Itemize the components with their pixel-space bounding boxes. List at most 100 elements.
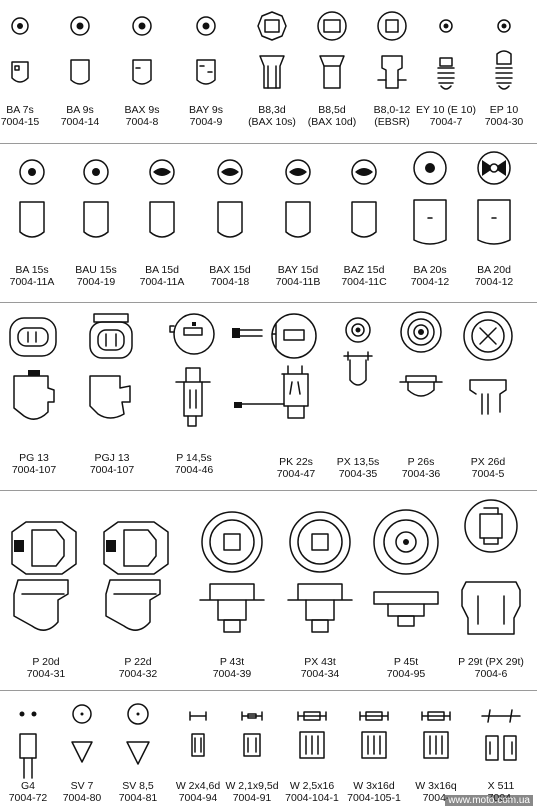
p-14-5s-base-drawing: [169, 313, 215, 427]
lamp-base-g4: G4 7004-72: [9, 708, 47, 808]
ey-10-base-drawing: [437, 19, 455, 90]
lamp-base-bay-15d: BAY 15d 7004-11B: [276, 154, 320, 294]
base-code: 7004-12: [474, 276, 514, 288]
lamp-base-w-2x4-6d: W 2x4,6d 7004-94: [176, 708, 220, 808]
p-22d-base-drawing: [103, 521, 169, 631]
lamp-base-px-26d: PX 26d 7004-5: [458, 310, 518, 490]
sv-7-base-drawing: [71, 704, 93, 763]
base-code: 7004-15: [0, 116, 40, 128]
lamp-base-p-14-5s: P 14,5s 7004-46: [166, 308, 222, 490]
base-code: 7004-32: [118, 668, 158, 680]
base-name: BA 15d: [145, 264, 179, 276]
base-name: B8,5d: [318, 104, 346, 116]
base-code: 7004-36: [401, 468, 441, 480]
x-511-base-drawing: [481, 709, 521, 761]
base-code: 7004-11B: [275, 276, 321, 288]
ba-7s-base-drawing: [11, 17, 29, 83]
lamp-base-ep-10: EP 10 7004-30: [485, 8, 523, 138]
base-name: PK 22s: [279, 456, 313, 468]
base-name: P 20d: [32, 656, 60, 668]
px-13-5s-base-drawing: [343, 317, 373, 386]
lamp-base-pgj-13: PGJ 13 7004-107: [84, 310, 140, 490]
lamp-base-ba-9s: BA 9s 7004-14: [60, 8, 100, 138]
base-name: P 45t: [393, 656, 419, 668]
ba-20d-base-drawing: [477, 151, 511, 245]
base-name: EY 10 (E 10): [416, 104, 476, 116]
base-code: 7004-30: [484, 116, 524, 128]
base-name: EP 10: [489, 104, 519, 116]
base-code: 7004-107: [89, 464, 135, 476]
base-name: BAX 15d: [209, 264, 251, 276]
lamp-base-px-43t: PX 43t 7004-34: [284, 511, 356, 694]
base-code: 7004-9: [189, 116, 223, 128]
lamp-base-pg-13: PG 13 7004-107: [6, 312, 62, 490]
pg-13-base-drawing: [9, 317, 57, 420]
p-29t-base-drawing: [461, 499, 521, 635]
bax-15d-base-drawing: [217, 159, 243, 238]
w-3x16q-base-drawing: [421, 711, 451, 759]
base-name: P 14,5s: [176, 452, 212, 464]
w-2-5x16-base-drawing: [297, 711, 327, 759]
base-name: BAU 15s: [75, 264, 117, 276]
base-code: 7004-46: [174, 464, 214, 476]
lamp-base-p-43t: P 43t 7004-39: [196, 511, 268, 694]
lamp-base-w-3x16q: W 3x16q 7004-: [415, 708, 457, 808]
bax-9s-base-drawing: [132, 16, 152, 85]
base-name: BA 9s: [66, 104, 94, 116]
base-code: 7004-18: [210, 276, 250, 288]
base-name: W 2,5x16: [289, 780, 335, 792]
lamp-base-ba-20d: BA 20d 7004-12: [474, 148, 514, 294]
row-divider: [0, 490, 537, 491]
base-code: 7004-11C: [341, 276, 387, 288]
lamp-base-p-26s: P 26s 7004-36: [396, 310, 446, 490]
b8-3d-base-drawing: [257, 11, 287, 89]
lamp-base-sv-8-5: SV 8,5 7004-81: [119, 702, 157, 808]
base-name: X 511: [487, 780, 515, 792]
base-name: BA 20d: [477, 264, 511, 276]
px-26d-base-drawing: [463, 311, 513, 415]
base-code: 7004-6: [474, 668, 508, 680]
lamp-base-px-13-5s: PX 13,5s 7004-35: [337, 312, 379, 490]
base-code: 7004-14: [60, 116, 100, 128]
row-divider: [0, 690, 537, 691]
lamp-base-sv-7: SV 7 7004-80: [63, 702, 101, 808]
base-name: PGJ 13: [94, 452, 130, 464]
base-name: W 2x4,6d: [175, 780, 221, 792]
base-code: 7004-72: [8, 792, 48, 804]
p-20d-base-drawing: [11, 521, 77, 631]
ba-20s-base-drawing: [413, 151, 447, 245]
lamp-base-baz-15d: BAZ 15d 7004-11C: [341, 154, 387, 294]
base-name: W 3x16q: [415, 780, 457, 792]
base-name: SV 7: [70, 780, 94, 792]
base-name: SV 8,5: [122, 780, 154, 792]
b8-0-12-base-drawing: [377, 11, 407, 89]
base-name: P 29t (PX 29t): [458, 656, 524, 668]
lamp-base-bax-9s: BAX 9s 7004-8: [122, 8, 162, 138]
base-name: BAY 15d: [277, 264, 319, 276]
base-name: BA 20s: [413, 264, 447, 276]
base-code: 7004-107: [11, 464, 57, 476]
lamp-base-w-2-5x16: W 2,5x16 7004-104-1: [285, 708, 339, 808]
base-code: 7004-35: [338, 468, 378, 480]
base-name: BA 7s: [6, 104, 34, 116]
lamp-base-w-2-1x9-5d: W 2,1x9,5d 7004-91: [225, 708, 279, 808]
base-code: 7004-47: [276, 468, 316, 480]
base-code: 7004-11A: [139, 276, 185, 288]
base-code: 7004-5: [471, 468, 505, 480]
lamp-base-b8-5d: B8,5d (BAX 10d): [308, 8, 356, 138]
lamp-base-x-511: X 511 7004-: [478, 708, 524, 808]
base-name: BAZ 15d: [343, 264, 385, 276]
base-name: BAX 9s: [124, 104, 160, 116]
ba-15s-base-drawing: [19, 159, 45, 238]
pk-22s-base-drawing: [232, 313, 317, 419]
baz-15d-base-drawing: [351, 159, 377, 238]
lamp-base-b8-0-12: B8,0-12 (EBSR): [370, 8, 414, 138]
ba-9s-base-drawing: [70, 16, 90, 85]
base-code: 7004-34: [300, 668, 340, 680]
p-45t-base-drawing: [373, 509, 439, 627]
lamp-base-pk-22s: PK 22s 7004-47: [232, 306, 324, 490]
bay-15d-base-drawing: [285, 159, 311, 238]
lamp-base-b8-3d: B8,3d (BAX 10s): [248, 8, 296, 138]
bay-9s-base-drawing: [196, 16, 216, 85]
base-code: 7004-11A: [9, 276, 55, 288]
